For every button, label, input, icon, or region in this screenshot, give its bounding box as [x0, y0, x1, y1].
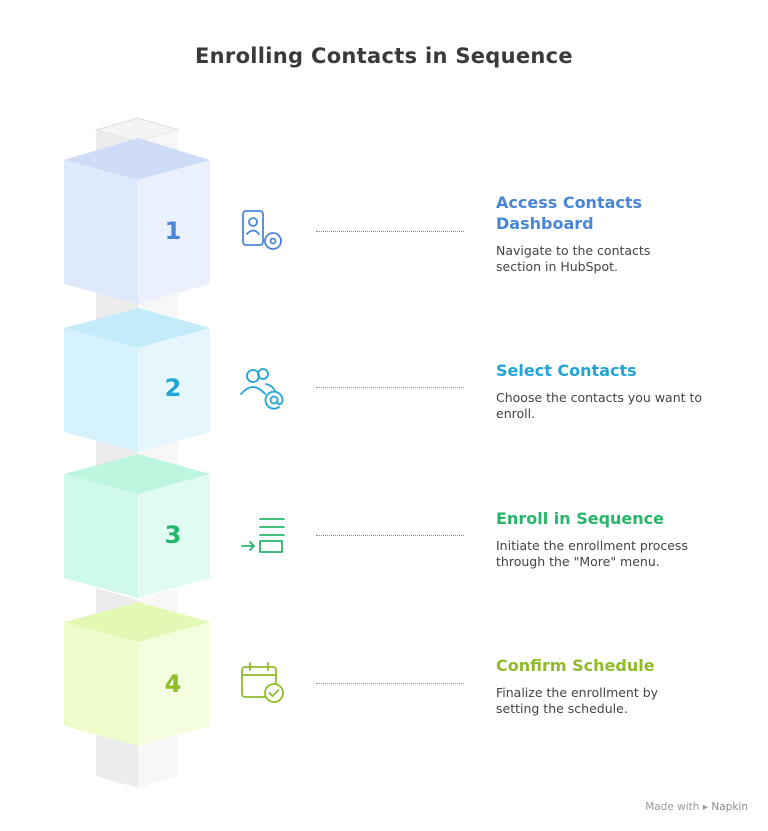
step-block-4-side	[138, 622, 210, 746]
step-block-3	[64, 454, 210, 598]
step-block-1-side	[138, 160, 210, 304]
step-number-4: 4	[164, 670, 182, 698]
step-block-2-side	[138, 328, 210, 452]
calendar-check-icon	[238, 661, 288, 707]
step-block-3-side	[138, 474, 210, 598]
footer-credit: Made with ▸ Napkin	[645, 801, 748, 813]
step-description-1: Navigate to the contacts section in HubS…	[496, 243, 651, 274]
step-block-2-top	[64, 308, 210, 348]
connector-block-bottom	[96, 734, 178, 788]
step-block-4-front	[64, 622, 138, 746]
connector-dots-2	[316, 387, 464, 388]
step-block-1	[64, 138, 210, 304]
step-block-1-top	[64, 138, 210, 180]
step-block-1-front	[64, 160, 138, 304]
connector-dots-4	[316, 683, 464, 684]
step-block-3-front	[64, 474, 138, 598]
step-block-4	[64, 602, 210, 746]
step-block-2-front	[64, 328, 138, 452]
step-block-2	[64, 308, 210, 452]
step-title-1: Access Contacts Dashboard	[496, 193, 643, 233]
page-title: Enrolling Contacts in Sequence	[195, 44, 573, 68]
step-title-3: Enroll in Sequence	[496, 509, 664, 528]
connector-dots-1	[316, 231, 464, 232]
step-title-2: Select Contacts	[496, 361, 637, 380]
step-description-3: Initiate the enrollment process through …	[496, 538, 688, 569]
contact-card-icon	[238, 208, 288, 254]
brand-label: Napkin	[711, 801, 748, 813]
napkin-logo-icon: ▸	[702, 801, 709, 813]
step-number-2: 2	[164, 374, 182, 402]
enroll-list-icon	[238, 513, 288, 559]
connector-dots-3	[316, 535, 464, 536]
step-block-3-top	[64, 454, 210, 494]
step-number-1: 1	[164, 217, 182, 245]
step-block-4-top	[64, 602, 210, 642]
users-at-icon	[238, 366, 288, 412]
step-number-3: 3	[164, 521, 182, 549]
step-title-4: Confirm Schedule	[496, 656, 655, 675]
made-with-label: Made with	[645, 801, 700, 813]
step-description-4: Finalize the enrollment by setting the s…	[496, 685, 659, 716]
step-description-2: Choose the contacts you want to enroll.	[496, 390, 703, 421]
